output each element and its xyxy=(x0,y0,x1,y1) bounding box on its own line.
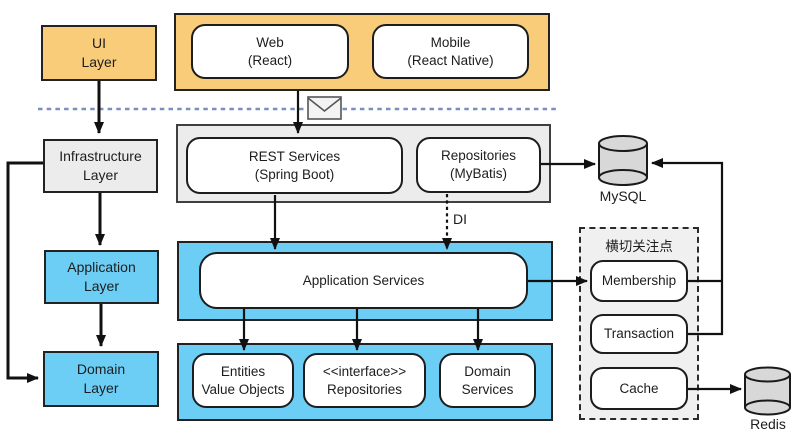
mysql-database-icon xyxy=(598,135,648,186)
crosscutting-title: 横切关注点 xyxy=(605,239,673,254)
mobile-react-native-box: Mobile(React Native) xyxy=(372,24,529,79)
mysql-label: MySQL xyxy=(599,188,647,204)
transaction-box: Transaction xyxy=(590,314,688,354)
application-services-box: Application Services xyxy=(199,252,528,309)
web-react-box: Web(React) xyxy=(191,24,349,79)
rest-services-box: REST Services(Spring Boot) xyxy=(186,137,403,194)
infrastructure-layer-label: Infrastructure xyxy=(59,148,142,165)
redis-database-icon xyxy=(744,366,791,416)
membership-box: Membership xyxy=(590,260,688,302)
interface-repositories-box: <<interface>>Repositories xyxy=(303,353,426,408)
redis-label: Redis xyxy=(750,416,786,432)
ui-layer-label: UI xyxy=(92,35,106,52)
di-annotation: DI xyxy=(453,211,467,227)
repositories-mybatis-box: Repositories(MyBatis) xyxy=(416,137,541,193)
domain-layer-label: Domain xyxy=(76,361,126,378)
arrow-infrastructure-to-domain-route xyxy=(6,161,43,383)
cache-box: Cache xyxy=(590,367,688,410)
envelope-message-icon xyxy=(307,96,342,120)
application-layer-label: Application xyxy=(67,259,136,276)
